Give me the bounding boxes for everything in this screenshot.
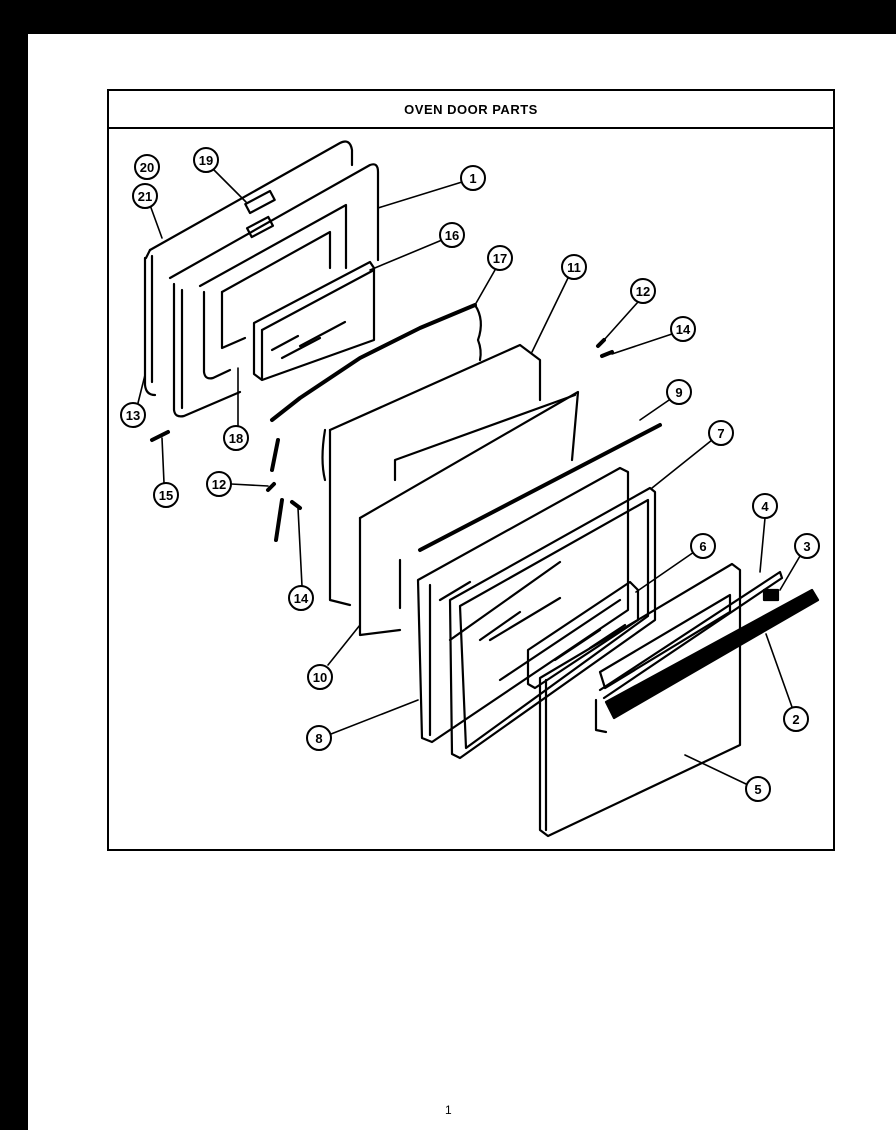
clip-part-19	[244, 189, 276, 215]
svg-text:6: 6	[699, 539, 706, 554]
svg-text:4: 4	[761, 499, 769, 514]
callout-4: 4	[752, 493, 778, 519]
callout-9: 9	[666, 379, 692, 405]
screw-12-right	[596, 338, 606, 348]
leader-lines	[137, 167, 801, 785]
inner-glass-part	[416, 466, 630, 744]
screw-12	[266, 482, 276, 492]
svg-text:5: 5	[754, 782, 761, 797]
door-liner-part	[168, 163, 380, 418]
callout-14-left: 14	[288, 585, 314, 611]
screw-15	[150, 430, 170, 442]
insulation-part	[321, 343, 542, 607]
svg-text:8: 8	[315, 731, 322, 746]
svg-text:1: 1	[469, 171, 476, 186]
diagram-frame: OVEN DOOR PARTS	[107, 89, 835, 851]
title-bar: OVEN DOOR PARTS	[109, 91, 833, 129]
svg-text:17: 17	[493, 251, 507, 266]
svg-text:21: 21	[138, 189, 152, 204]
callout-5: 5	[745, 776, 771, 802]
svg-text:16: 16	[445, 228, 459, 243]
document-page	[28, 34, 896, 1130]
callout-1: 1	[460, 165, 486, 191]
svg-text:19: 19	[199, 153, 213, 168]
callout-18: 18	[223, 425, 249, 451]
svg-text:7: 7	[717, 426, 724, 441]
window-pack-part	[252, 260, 376, 382]
callout-8: 8	[306, 725, 332, 751]
svg-text:14: 14	[294, 591, 309, 606]
svg-text:3: 3	[803, 539, 810, 554]
svg-text:12: 12	[212, 477, 226, 492]
seal-strip-part	[418, 423, 662, 552]
svg-text:9: 9	[675, 385, 682, 400]
callout-15: 15	[153, 482, 179, 508]
callout-10: 10	[307, 664, 333, 690]
callout-12-top: 12	[630, 278, 656, 304]
screw-14-right	[600, 350, 614, 358]
door-handle-part	[594, 588, 820, 734]
callout-11: 11	[561, 254, 587, 280]
glass-frame-part	[448, 486, 657, 760]
screw-14	[290, 500, 302, 510]
svg-text:11: 11	[567, 260, 581, 275]
callout-2: 2	[783, 706, 809, 732]
callout-19: 19	[193, 147, 219, 173]
svg-text:18: 18	[229, 431, 243, 446]
callout-16: 16	[439, 222, 465, 248]
svg-text:20: 20	[140, 160, 154, 175]
inner-panel-part	[358, 390, 580, 637]
svg-text:13: 13	[126, 408, 140, 423]
svg-text:12: 12	[636, 284, 650, 299]
callout-21: 21	[132, 183, 158, 209]
end-cap-part	[762, 588, 780, 602]
callout-12-left: 12	[206, 471, 232, 497]
callout-6: 6	[690, 533, 716, 559]
svg-text:2: 2	[792, 712, 799, 727]
outer-door-frame-part	[143, 140, 354, 397]
callout-14-top: 14	[670, 316, 696, 342]
callout-20: 20	[134, 154, 160, 180]
callout-3: 3	[794, 533, 820, 559]
svg-text:15: 15	[159, 488, 173, 503]
svg-text:10: 10	[313, 670, 327, 685]
callout-group: 20 21 19 1 16 17 11 12 14 13 18 9 15 12 …	[120, 147, 820, 802]
handle-trim-part	[598, 570, 784, 700]
callout-7: 7	[708, 420, 734, 446]
svg-text:14: 14	[676, 322, 691, 337]
page-footer-mark: 1	[445, 1103, 452, 1117]
diagram-title: OVEN DOOR PARTS	[404, 101, 538, 117]
door-gasket-part	[270, 303, 477, 542]
callout-17: 17	[487, 245, 513, 271]
callout-13: 13	[120, 402, 146, 428]
